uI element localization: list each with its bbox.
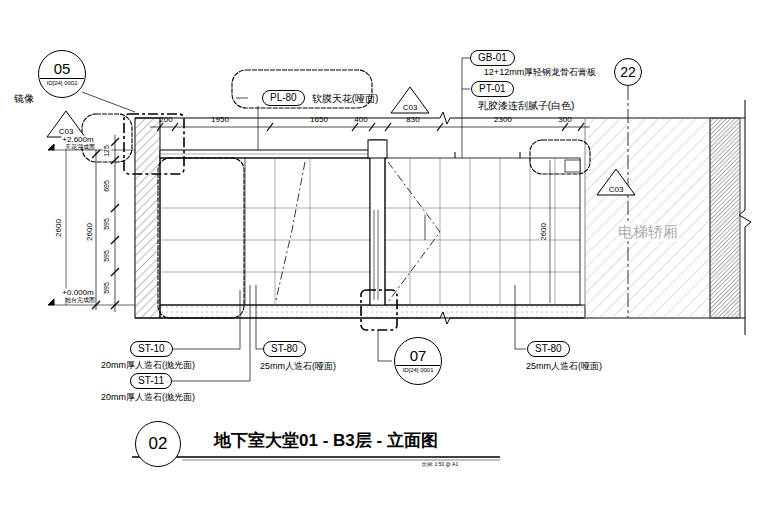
revision-code: C03	[596, 186, 636, 194]
revision-triangle: C03	[390, 86, 430, 114]
drawing-label: 1650	[310, 116, 328, 125]
drawing-label: 2600	[540, 222, 549, 242]
tag-code: PL-80	[270, 92, 297, 104]
sheet-reference: ID[24] 0002	[46, 80, 77, 86]
material-tag: ST-80	[527, 341, 570, 357]
callout-circle: 02	[135, 421, 181, 467]
material-tag: ST-11	[130, 373, 172, 389]
callout-circle: 05ID[24] 0002	[38, 50, 86, 98]
callout-circle: 22	[614, 58, 642, 86]
tag-code: ST-80	[535, 343, 562, 355]
callout-number: 07	[396, 348, 441, 366]
drawing-label: 1950	[211, 116, 229, 125]
drawing-label: 695	[103, 179, 111, 193]
tag-code: GB-01	[478, 52, 507, 64]
material-tag: PL-80	[262, 90, 305, 106]
drawing-label: 比例: 1:50 @ A1	[422, 462, 458, 468]
drawing-label: 地台完成面	[65, 296, 95, 302]
material-tag: ST-80	[263, 341, 306, 357]
material-tag: ST-10	[130, 341, 173, 357]
drawing-label: 595	[103, 249, 111, 263]
drawing-label: 595	[103, 281, 111, 295]
tag-code: PT-01	[479, 83, 506, 95]
drawing-label: 595	[103, 217, 111, 231]
drawing-title: 地下室大堂01 - B3层 - 立面图	[214, 432, 438, 451]
callout-number: 22	[620, 65, 636, 80]
drawing-label: 25mm人造石(哑面)	[526, 362, 602, 372]
tag-code: ST-80	[271, 343, 298, 355]
tag-code: ST-10	[138, 343, 165, 355]
drawing-label: 125	[103, 144, 111, 158]
drawing-label: 乳胶漆连刮腻子(白色)	[478, 100, 575, 111]
drawing-label: 12+12mm厚轻钢龙骨石膏板	[484, 68, 596, 78]
revision-triangle: C03	[596, 168, 636, 196]
drawing-label: 2600	[86, 222, 95, 242]
material-tag: PT-01	[471, 81, 514, 97]
callout-circle: 07ID[24] 0001	[394, 337, 442, 385]
drawing-label: 镜像	[14, 93, 34, 104]
material-tag: GB-01	[470, 50, 515, 66]
drawing-label: 25mm人造石(哑面)	[260, 362, 336, 372]
drawing-label: 20mm厚人造石(抛光面)	[101, 393, 195, 403]
drawing-label: +2.600m	[61, 136, 94, 145]
callout-number: 05	[40, 61, 85, 79]
sheet-reference: ID[24] 0001	[402, 367, 433, 373]
callout-number: 02	[149, 435, 168, 453]
drawing-label: 2600	[55, 218, 64, 238]
drawing-label: 20mm厚人造石(抛光面)	[101, 361, 195, 371]
drawing-label: 400	[354, 116, 367, 125]
drawing-label: 830	[406, 116, 419, 125]
drawing-label: 电梯轿厢	[617, 224, 679, 241]
tag-code: ST-11	[138, 375, 164, 387]
drawing-label: 2300	[494, 116, 512, 125]
drawing-label: 软膜天花(哑面)	[312, 93, 379, 104]
revision-code: C03	[390, 104, 430, 112]
drawing-label: 天花完成面	[65, 143, 95, 149]
drawing-label: 300	[558, 116, 571, 125]
drawing-label: +0.000m	[61, 289, 94, 298]
drawing-label: 200	[159, 116, 172, 125]
revision-triangle: C03	[46, 110, 86, 138]
